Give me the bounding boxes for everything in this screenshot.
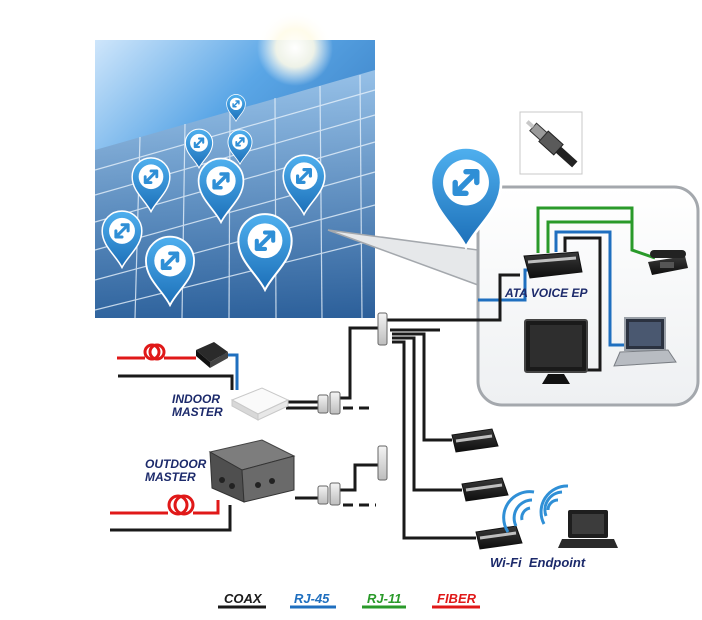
building-photo — [94, 10, 376, 319]
rj11-cables — [536, 206, 656, 260]
fiber-cables — [110, 343, 220, 516]
tv-monitor-icon — [524, 319, 588, 384]
endpoint-device — [451, 428, 499, 453]
coax-connector-icon — [519, 111, 583, 175]
indoor-master-label-line2: MASTER — [172, 405, 223, 419]
legend-rj11: RJ-11 — [367, 591, 402, 606]
ata-voice-ep-label: ATA VOICE EP — [505, 286, 588, 300]
wifi-endpoint-label: Wi-Fi Endpoint — [490, 555, 586, 570]
outdoor-master-label-line2: MASTER — [145, 470, 196, 484]
coax-splitter — [317, 312, 388, 506]
outdoor-master-label-line1: OUTDOOR — [145, 457, 207, 471]
media-converter — [196, 342, 228, 368]
legend-rj45: RJ-45 — [294, 591, 330, 606]
indoor-master-label-line1: INDOOR — [172, 392, 220, 406]
telephone-icon — [648, 250, 688, 275]
wifi-icon — [502, 484, 569, 533]
laptop-icon — [613, 317, 677, 367]
legend-coax: COAX — [224, 591, 262, 606]
endpoint-device — [461, 477, 509, 502]
wifi-endpoint-device — [475, 525, 523, 550]
ata-voice-device — [523, 251, 583, 279]
indoor-master-device — [230, 387, 290, 421]
laptop-icon — [558, 510, 618, 548]
legend-fiber: FIBER — [437, 591, 476, 606]
outdoor-master-device — [208, 439, 296, 503]
